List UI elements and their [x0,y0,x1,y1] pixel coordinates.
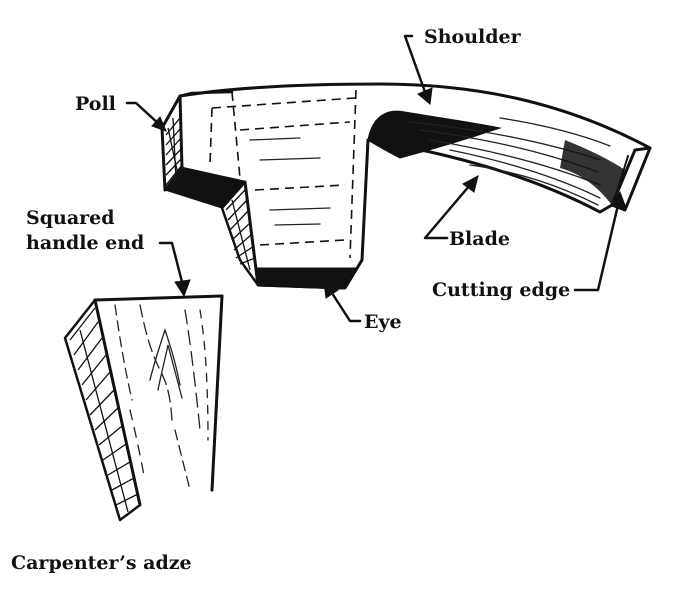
label-shoulder: Shoulder [424,26,522,48]
head-top-outline [178,82,652,150]
blade-lower-outline [366,138,614,214]
eye-opening [254,267,357,290]
label-squared-handle-line1: Squared [26,207,115,229]
figure-caption: Carpenter’s adze [11,552,192,574]
adze-head [160,82,652,290]
label-cutting-edge: Cutting edge [432,279,570,301]
label-poll: Poll [75,93,116,115]
handle-grain [114,304,209,491]
handle [63,294,224,522]
label-eye: Eye [364,311,402,333]
handle-side-face [63,298,142,522]
label-blade: Blade [449,228,510,250]
shoulder-shadow [367,110,502,159]
eye-body-outline [243,138,370,290]
handle-top [93,294,224,302]
leader-lines [125,34,627,323]
label-squared-handle-line2: handle end [26,232,144,254]
